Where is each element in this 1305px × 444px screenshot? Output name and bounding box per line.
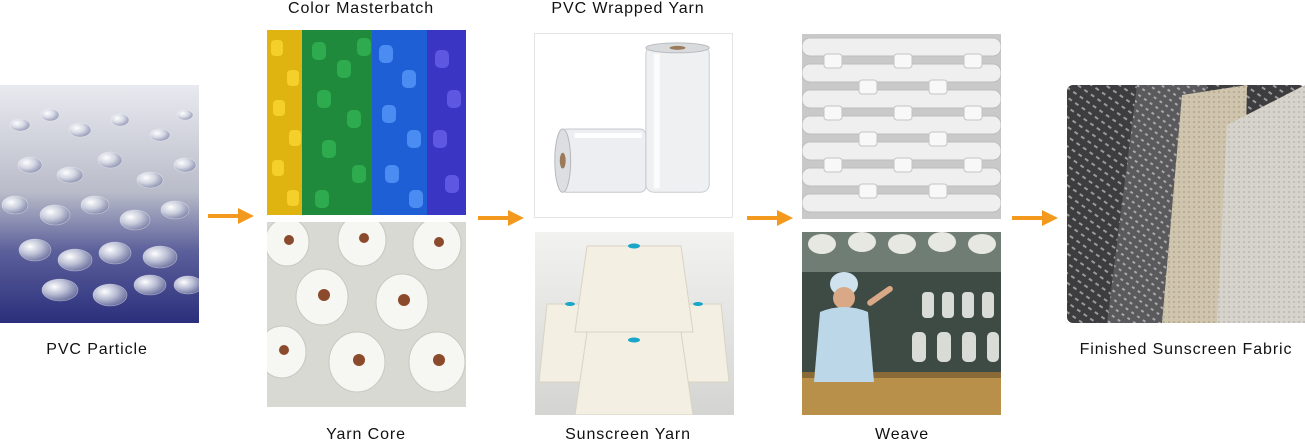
finished-sunscreen-fabric-image	[1067, 85, 1305, 323]
weave-pattern-image	[802, 34, 1001, 219]
color-masterbatch-image	[267, 30, 466, 215]
arrow-right-icon	[208, 208, 254, 224]
arrow-right-icon	[747, 210, 793, 226]
pvc-particle-image	[0, 85, 199, 323]
yarn-core-image	[267, 222, 466, 407]
label-pvc-particle: PVC Particle	[46, 341, 148, 358]
label-yarn-core: Yarn Core	[326, 426, 406, 443]
weaving-factory-image	[802, 232, 1001, 415]
label-finished-sunscreen-fabric: Finished Sunscreen Fabric	[1079, 341, 1293, 358]
pvc-wrapped-yarn-image	[534, 33, 733, 218]
arrow-right-icon	[1012, 210, 1058, 226]
label-sunscreen-yarn: Sunscreen Yarn	[565, 426, 691, 443]
sunscreen-yarn-image	[535, 232, 734, 415]
arrow-right-icon	[478, 210, 524, 226]
label-pvc-wrapped-yarn: PVC Wrapped Yarn	[551, 0, 705, 17]
label-color-masterbatch: Color Masterbatch	[287, 0, 435, 17]
label-weave: Weave	[874, 426, 930, 443]
